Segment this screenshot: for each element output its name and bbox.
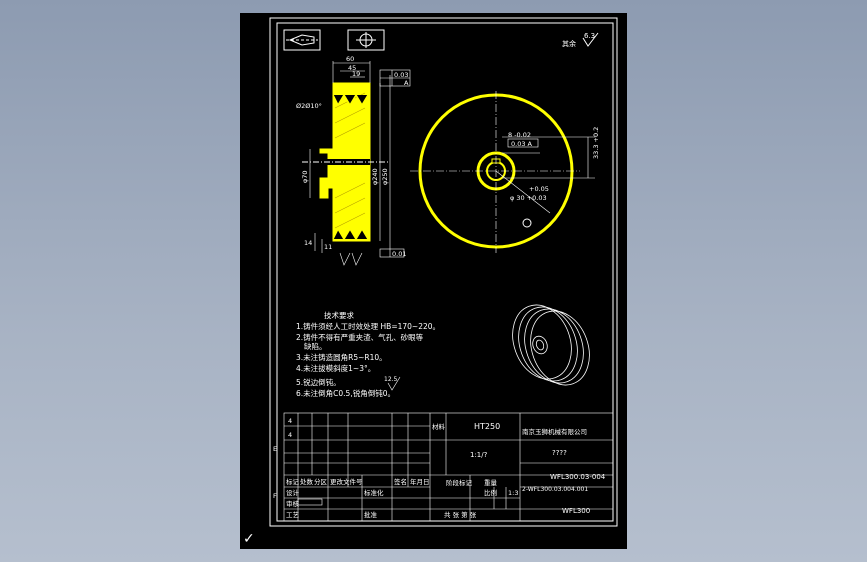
svg-text:1.铸件须经人工时效处理 HB=170~220。: 1.铸件须经人工时效处理 HB=170~220。: [296, 321, 440, 331]
label-stage: 阶段标记: [446, 478, 473, 487]
label-weight: 重量: [484, 479, 498, 487]
svg-text:12.5: 12.5: [384, 376, 398, 383]
runout-top-value: 0.03: [394, 71, 408, 79]
dim-width-60: 60: [346, 55, 354, 63]
assembly-number: WFL300: [562, 507, 590, 515]
svg-text:缺陷。: 缺陷。: [304, 341, 327, 351]
svg-text:2.铸件不得有严重夹渣、气孔、砂眼等: 2.铸件不得有严重夹渣、气孔、砂眼等: [296, 332, 424, 342]
title-block: [283, 412, 614, 522]
dim-keyway-symmetry: 0.03 A: [511, 140, 533, 148]
svg-text:5.锐边倒钝。: 5.锐边倒钝。: [296, 377, 341, 387]
svg-text:3.未注铸造圆角R5~R10。: 3.未注铸造圆角R5~R10。: [296, 352, 387, 362]
dim-bore-diameter: φ 30 +0.03: [510, 194, 547, 202]
tech-finish-symbol: 12.5: [384, 376, 401, 391]
sheet-info: 共 张 第 张: [444, 510, 477, 519]
dim-groove-pitch: 19: [352, 70, 360, 78]
dim-diameter-240: φ240: [371, 168, 379, 185]
dim-groove-width: 11: [324, 243, 332, 251]
section-dimensions: [309, 61, 411, 266]
runout-top-ref: A: [404, 79, 409, 87]
dim-groove-depth: 14: [304, 239, 312, 247]
tech-req-title: 技术要求: [324, 310, 354, 320]
front-view: [410, 91, 595, 253]
svg-text:6.未注倒角C0.5,锐角倒钝0。: 6.未注倒角C0.5,锐角倒钝0。: [296, 388, 395, 398]
section-view: [302, 82, 390, 242]
surface-finish-symbol: 6.3: [582, 32, 599, 47]
label-change-doc: 更改文件号: [330, 477, 363, 486]
cad-viewport[interactable]: 其余 6.3: [240, 13, 627, 549]
label-zone: 分区: [314, 477, 328, 486]
label-design: 设计: [286, 488, 300, 497]
part-number: 2-WFL300.03.004.001: [522, 486, 588, 493]
label-craft: 工艺: [286, 511, 300, 519]
dim-groove-angle: Ø2Ø10°: [296, 102, 322, 110]
material-value: HT250: [474, 422, 500, 431]
concentric-symbol-icon: [347, 29, 385, 51]
drawing-number: WFL300.03-004: [550, 473, 606, 481]
surface-finish-note: 其余: [562, 39, 576, 48]
label-scale: 比例: [484, 488, 497, 497]
zone-letter-1: E: [273, 445, 277, 453]
company-name: 南京玉狮机械有限公司: [522, 427, 587, 436]
dim-hub-70: φ70: [301, 170, 309, 183]
label-mark: 标记: [286, 477, 300, 486]
drawing-title: ????: [552, 449, 567, 457]
dim-bore-upper: +0.05: [529, 185, 549, 193]
isometric-view: [512, 304, 590, 386]
dim-width-45: 45: [348, 64, 356, 72]
taper-shank-icon: [283, 29, 321, 51]
checkmark-icon: ✓: [243, 531, 255, 547]
dim-diameter-250: φ250: [381, 168, 389, 185]
zone-letter-2: F: [273, 492, 277, 500]
pulley-drawing: 其余 6.3: [269, 17, 618, 527]
label-date: 年月日: [410, 477, 430, 486]
runout-bottom-value: 0.01: [392, 250, 406, 258]
dim-keyway-width: 8 -0.02: [508, 131, 531, 139]
svg-text:6.3: 6.3: [584, 32, 595, 40]
scale-value: 1:3: [508, 489, 518, 497]
label-count: 处数: [300, 477, 314, 486]
zone-number-2: 4: [288, 431, 292, 439]
svg-text:4.未注拔模斜度1~3°。: 4.未注拔模斜度1~3°。: [296, 363, 375, 373]
label-sign: 签名: [394, 477, 407, 486]
zone-number-1: 4: [288, 417, 292, 425]
label-material: 材料: [432, 422, 446, 431]
dim-keyway-depth: 33.3 +0.2: [592, 127, 600, 159]
inner-border: [276, 22, 614, 522]
label-review: 审核: [286, 499, 300, 508]
label-std: 标准化: [364, 488, 384, 497]
technical-requirements: 技术要求 1.铸件须经人工时效处理 HB=170~220。 2.铸件不得有严重夹…: [296, 310, 440, 398]
fraction-value: 1:1/?: [470, 451, 488, 459]
label-approve: 批准: [364, 510, 378, 519]
outer-border: [269, 17, 618, 527]
